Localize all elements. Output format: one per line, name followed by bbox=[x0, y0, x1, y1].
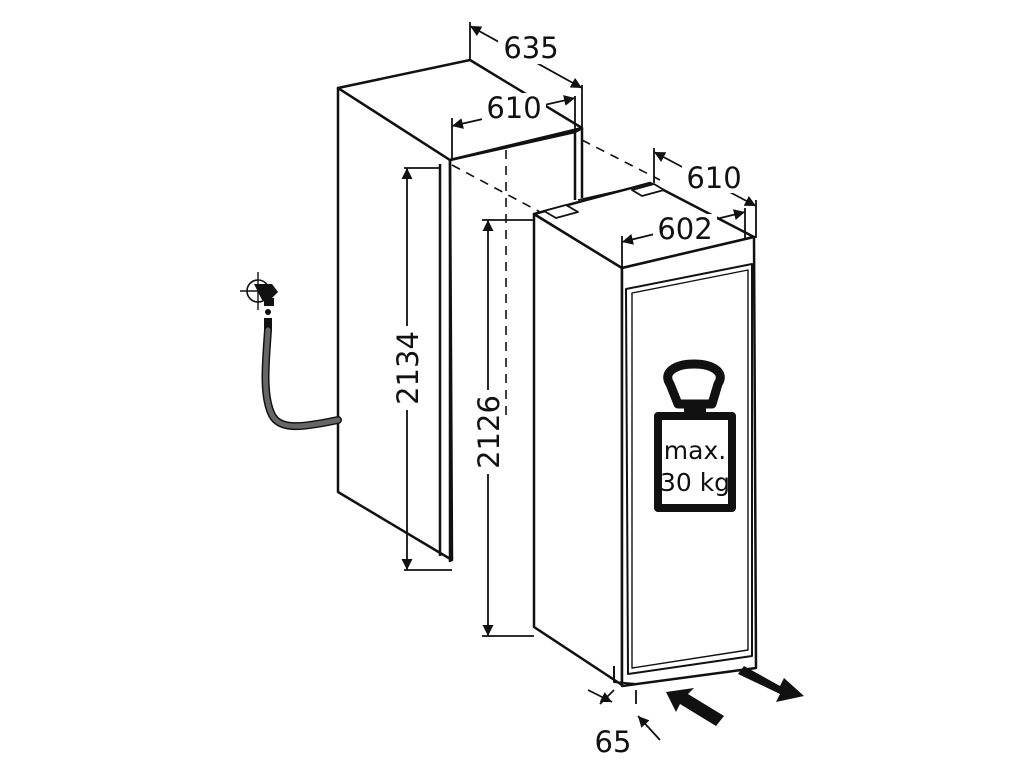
dim-door-offset: 65 bbox=[595, 725, 632, 759]
dim-niche-height: 2134 bbox=[391, 331, 425, 405]
airflow-out-arrow-icon bbox=[738, 666, 804, 702]
dim-appliance-height: 2126 bbox=[472, 395, 506, 469]
projection-lines bbox=[451, 139, 661, 418]
dim-appliance-width: 602 bbox=[657, 212, 712, 246]
airflow-in-arrow-icon bbox=[666, 688, 724, 726]
dim-niche-width: 610 bbox=[486, 91, 541, 125]
dim-niche-depth: 635 bbox=[503, 31, 558, 65]
dim-appliance-depth: 610 bbox=[686, 161, 741, 195]
weight-icon bbox=[654, 359, 736, 512]
weight-label-line2: 30 kg bbox=[660, 468, 730, 497]
water-hose bbox=[261, 326, 342, 431]
weight-label-line1: max. bbox=[664, 436, 726, 465]
water-tap-icon bbox=[240, 272, 278, 330]
